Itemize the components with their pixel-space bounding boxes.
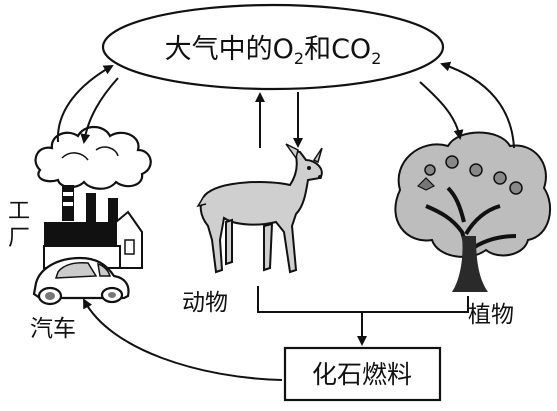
smoke-cloud — [34, 125, 152, 190]
plant-label: 植物 — [468, 302, 514, 328]
fossil-fuel-node: 化石燃料 — [283, 346, 442, 402]
deer-icon — [196, 143, 323, 274]
tree-icon — [394, 131, 552, 292]
atmosphere-ellipse — [101, 3, 445, 91]
factory-label-line2: 厂 — [8, 226, 30, 251]
fossil-fuel-box — [283, 346, 442, 402]
car-label: 汽车 — [30, 316, 76, 342]
arrow-organisms-to-fossil-fuel — [257, 286, 469, 313]
atmosphere-title: 大气中的O2和CO2 — [165, 34, 382, 68]
factory-icon — [34, 125, 152, 269]
animal-label: 动物 — [182, 290, 228, 316]
flow-arrows — [56, 61, 515, 381]
fossil-fuel-label: 化石燃料 — [312, 360, 412, 389]
arrow-atmosphere-to-factory — [80, 77, 119, 144]
arrow-fossil-fuel-to-car — [83, 298, 283, 381]
arrow-factory-to-atmosphere — [56, 65, 114, 143]
atmosphere-node: 大气中的O2和CO2 — [101, 3, 445, 91]
car-icon — [32, 256, 130, 306]
arrow-atmosphere-to-plant — [419, 81, 464, 140]
arrow-plant-to-atmosphere — [440, 61, 515, 149]
factory-label-line1: 工 — [8, 199, 30, 224]
